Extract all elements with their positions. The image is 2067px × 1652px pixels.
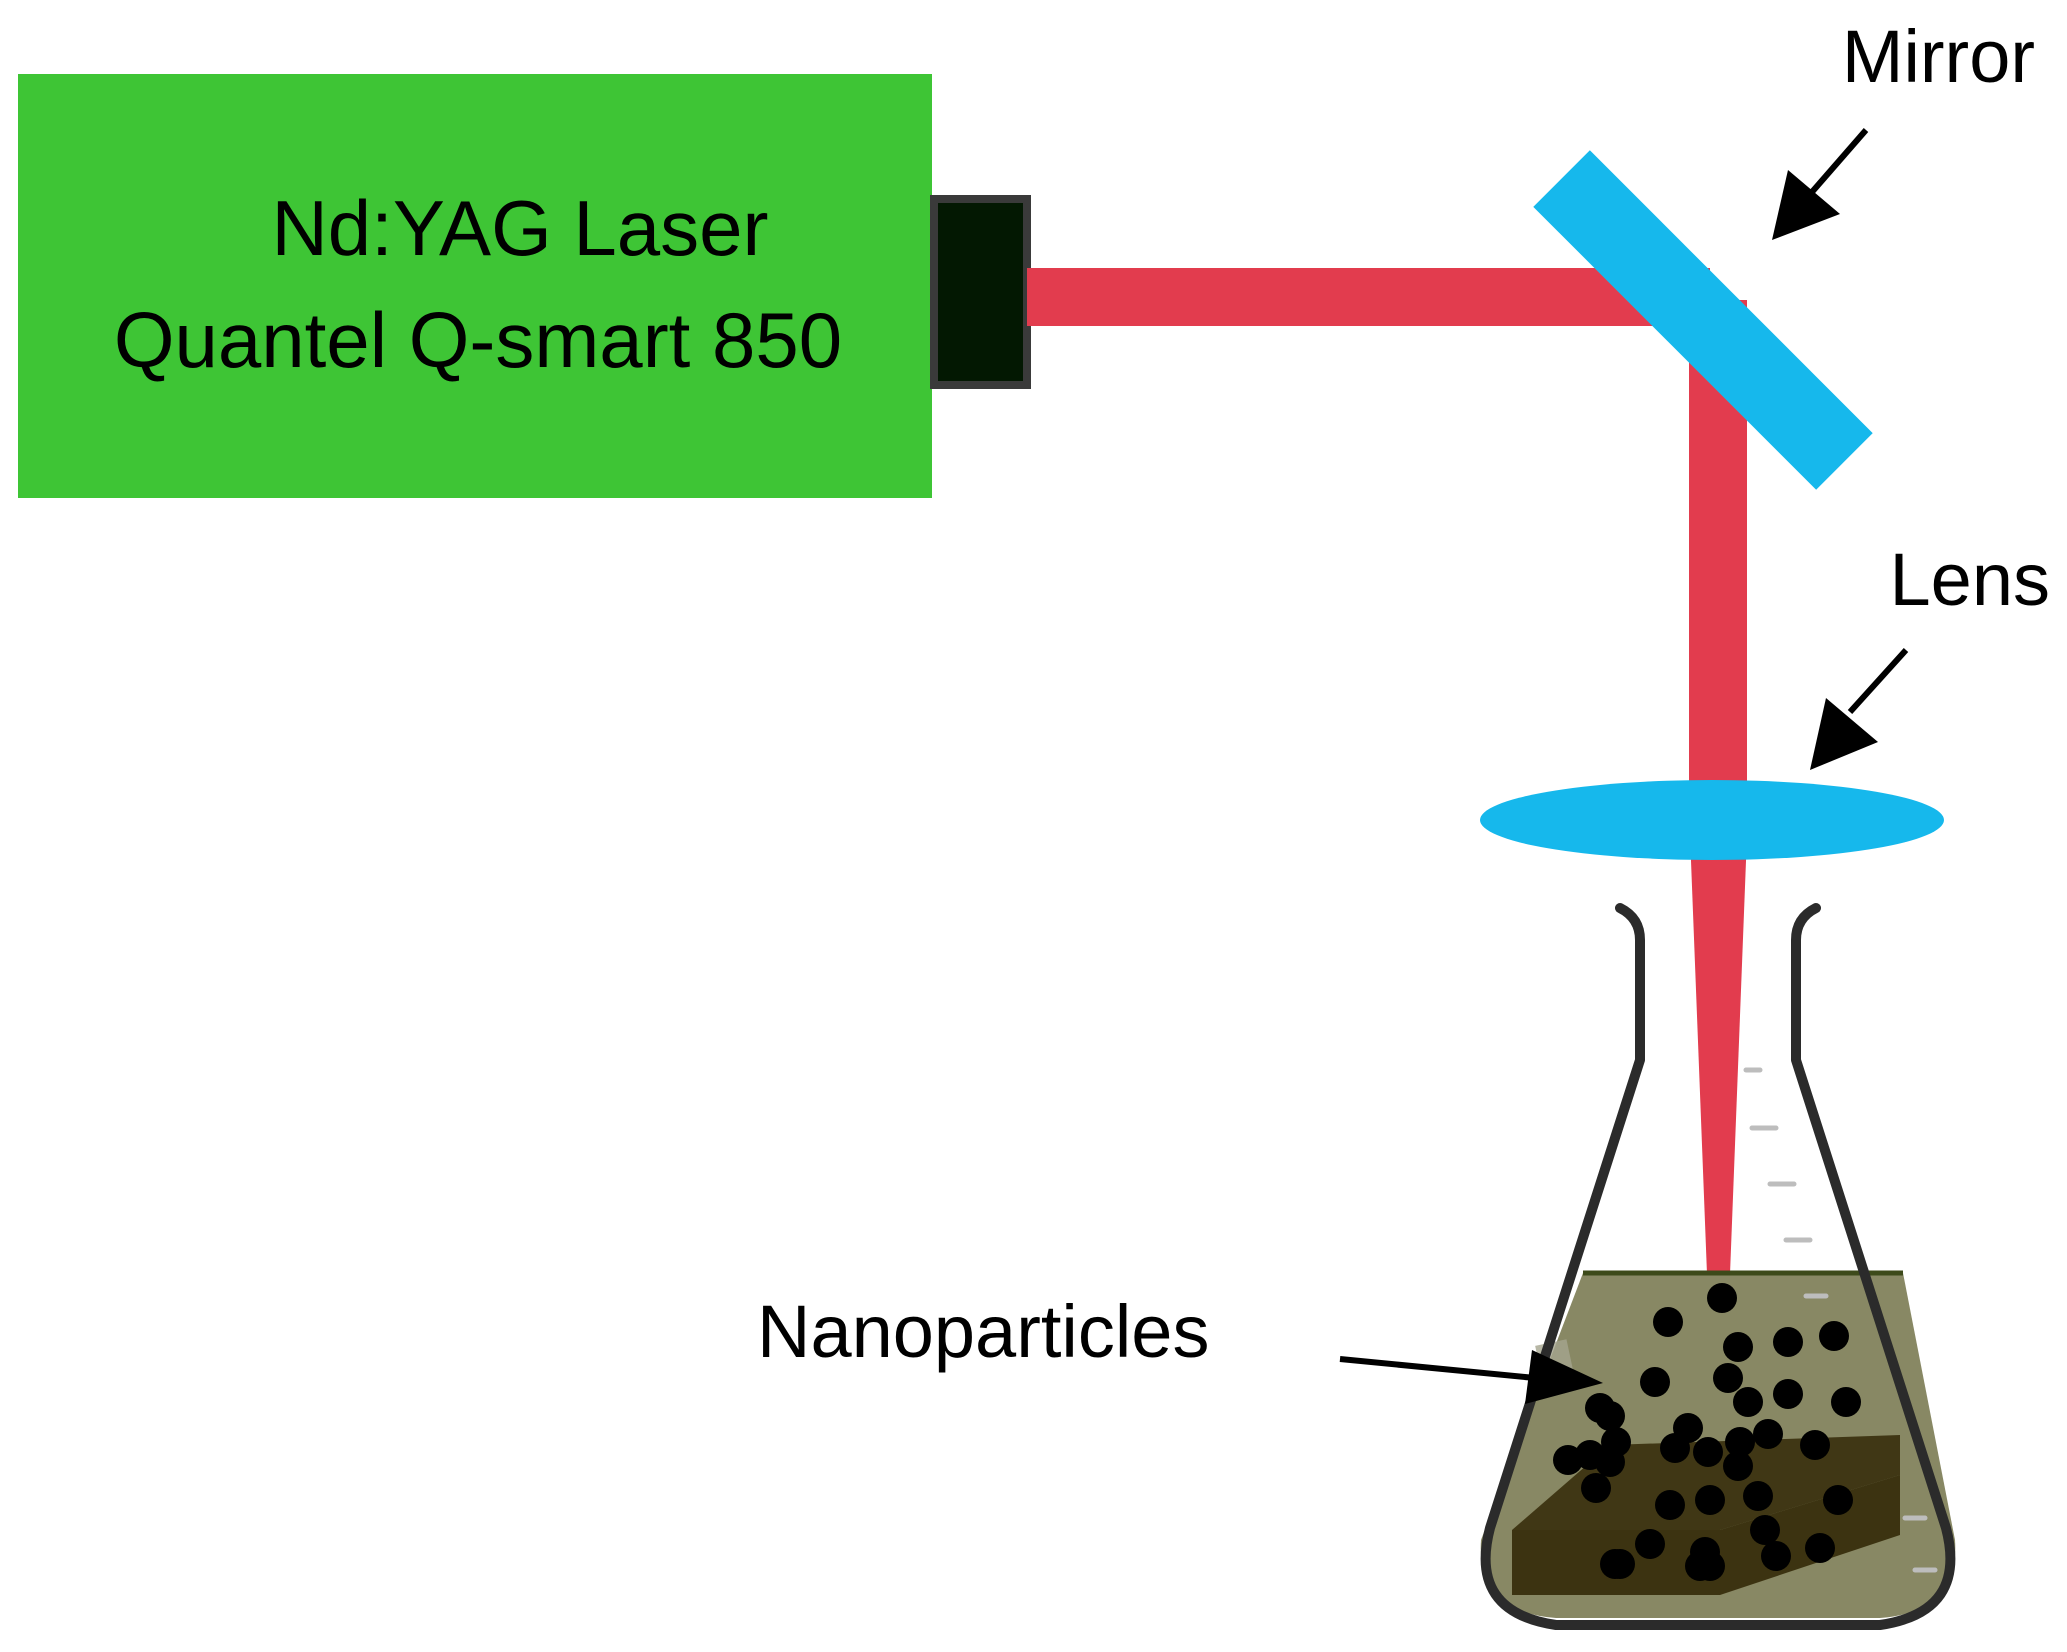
laser-model-label: Quantel Q-smart 850 (114, 296, 842, 384)
nanoparticles-arrowhead (1525, 1350, 1603, 1404)
nanoparticle (1823, 1485, 1853, 1515)
nanoparticle (1685, 1551, 1715, 1581)
laser-body (18, 74, 932, 498)
nanoparticle (1819, 1321, 1849, 1351)
nanoparticle (1660, 1433, 1690, 1463)
nanoparticle (1733, 1387, 1763, 1417)
nanoparticle (1723, 1451, 1753, 1481)
nanoparticle (1640, 1367, 1670, 1397)
nanoparticle (1750, 1515, 1780, 1545)
mirror-arrowhead (1772, 170, 1840, 240)
nanoparticle (1653, 1307, 1683, 1337)
lens-arrow (1810, 647, 1909, 770)
laser-beam-horizontal (1027, 268, 1710, 326)
flask-outline (1480, 903, 1956, 1630)
nanoparticle (1800, 1430, 1830, 1460)
nanoparticle (1723, 1332, 1753, 1362)
nanoparticle (1773, 1327, 1803, 1357)
laser-name-label: Nd:YAG Laser (271, 184, 768, 272)
nanoparticle (1805, 1533, 1835, 1563)
nanoparticles-label: Nanoparticles (757, 1290, 1209, 1373)
lens (1480, 780, 1944, 860)
laser-beam-focused (1690, 835, 1747, 1300)
nanoparticle (1605, 1549, 1635, 1579)
nanoparticle (1655, 1490, 1685, 1520)
mirror-plate (1533, 150, 1873, 490)
nanoparticle (1725, 1427, 1755, 1457)
nanoparticle (1713, 1363, 1743, 1393)
lens-arrowhead (1810, 698, 1878, 770)
laser-aperture (930, 195, 1031, 389)
nanoparticle (1595, 1401, 1625, 1431)
nanoparticle (1635, 1529, 1665, 1559)
nanoparticle (1695, 1485, 1725, 1515)
nanoparticle (1773, 1379, 1803, 1409)
mirror-label: Mirror (1842, 15, 2035, 98)
mirror-arrow (1772, 128, 1869, 240)
nanoparticle (1761, 1541, 1791, 1571)
nanoparticle (1581, 1473, 1611, 1503)
nanoparticle (1753, 1419, 1783, 1449)
nanoparticle (1831, 1387, 1861, 1417)
nanoparticle (1707, 1283, 1737, 1313)
nanoparticle (1595, 1447, 1625, 1477)
nanoparticle (1693, 1437, 1723, 1467)
mirror (1533, 150, 1873, 490)
nanoparticles-arrow (1339, 1350, 1603, 1404)
lens-label: Lens (1890, 538, 2050, 621)
nanoparticle-group (1553, 1283, 1861, 1581)
flask-graduation-marks (1743, 1067, 1938, 1573)
nanoparticle (1743, 1481, 1773, 1511)
nanoparticle (1553, 1445, 1583, 1475)
